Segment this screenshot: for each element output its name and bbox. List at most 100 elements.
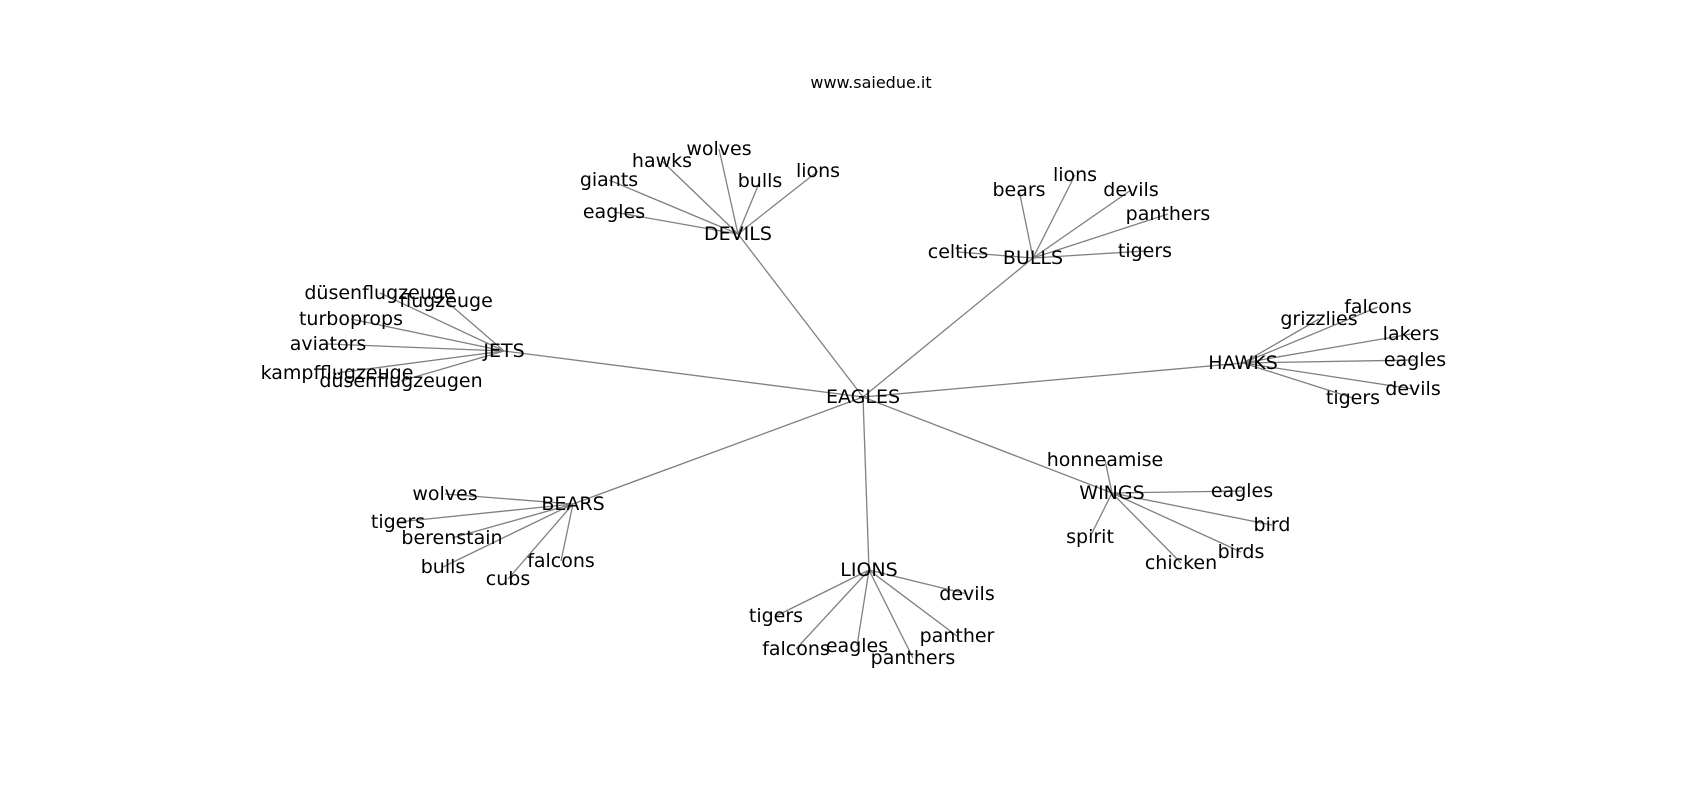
leaf-node-label: düsenflugzeuge [304, 282, 455, 304]
edge-lions-leaf [868, 569, 968, 595]
hub-node-jets: JETS [482, 340, 524, 362]
leaf-node-label: spirit [1066, 526, 1114, 548]
leaf-node-label: devils [1103, 179, 1158, 201]
leaf-node-label: bulls [738, 170, 783, 192]
leaf-node-label: birds [1218, 541, 1265, 563]
edge-center-jets [503, 350, 864, 398]
leaf-node-label: flugzeuge [399, 290, 493, 312]
leaf-node-label: honneamise [1047, 449, 1163, 471]
edge-center-bears [572, 396, 864, 505]
edge-bears-leaf [560, 503, 574, 562]
edge-wings-leaf [1111, 490, 1243, 494]
leaf-node-label: eagles [583, 201, 645, 223]
hub-node-bears: BEARS [541, 493, 604, 515]
hub-node-bulls: BULLS [1003, 247, 1063, 269]
leaf-node-label: tigers [1118, 240, 1172, 262]
leaf-node-label: lions [1053, 164, 1097, 186]
leaf-node-label: bird [1254, 514, 1291, 536]
edge-center-hawks [862, 362, 1244, 398]
leaf-node-label: tigers [749, 605, 803, 627]
edge-bulls-leaf [1032, 250, 1146, 259]
leaf-node-label: tigers [1326, 387, 1380, 409]
edge-jets-leaf [336, 350, 505, 374]
leaf-node-label: eagles [1211, 480, 1273, 502]
edge-hawks-leaf [1242, 333, 1412, 364]
graph-title: www.saiedue.it [810, 73, 931, 92]
hub-node-lions: LIONS [840, 559, 897, 581]
edge-hawks-leaf [1242, 306, 1379, 364]
edge-wings-leaf [1089, 492, 1113, 538]
edge-lions-leaf [775, 569, 870, 617]
edge-lions-leaf [868, 569, 914, 659]
leaf-node-label: tigers [371, 511, 425, 533]
edge-center-bulls [862, 257, 1034, 398]
edge-bulls-leaf [1032, 174, 1076, 259]
edge-lions-leaf [868, 569, 958, 637]
leaf-node-label: bulls [421, 556, 466, 578]
edge-hawks-leaf [1242, 362, 1414, 390]
edge-center-lions [862, 396, 870, 571]
center-node-label: EAGLES [826, 386, 900, 408]
leaf-node-label: cubs [486, 568, 530, 590]
edge-center-wings [862, 396, 1113, 494]
leaf-node-label: turboprops [299, 308, 403, 330]
edge-bears-leaf [442, 503, 574, 568]
edge-devils-leaf [613, 211, 739, 235]
edge-wings-leaf [1111, 492, 1242, 553]
leaf-node-label: falcons [527, 550, 595, 572]
leaf-node-label: devils [1385, 378, 1440, 400]
leaf-node-label: bears [992, 179, 1045, 201]
edge-hawks-leaf [1242, 362, 1354, 399]
leaf-node-label: panthers [1126, 203, 1211, 225]
edge-lions-leaf [856, 569, 870, 647]
edge-bears-leaf [507, 503, 574, 580]
leaf-node-label: eagles [826, 635, 888, 657]
edge-devils-leaf [661, 160, 739, 235]
leaf-node-label: lakers [1383, 323, 1440, 345]
edge-devils-leaf [718, 148, 739, 235]
edge-bears-leaf [397, 503, 574, 523]
hub-node-hawks: HAWKS [1208, 352, 1278, 374]
leaf-node-label: hawks [632, 150, 692, 172]
leaf-node-label: giants [580, 169, 638, 191]
leaf-node-label: grizzlies [1280, 308, 1357, 330]
leaf-node-label: düsenflugzeugen [319, 370, 482, 392]
edge-center-devils [737, 233, 864, 398]
edge-hawks-leaf [1242, 318, 1320, 364]
edge-wings-leaf [1111, 492, 1182, 564]
edge-jets-leaf [350, 318, 505, 352]
edge-bulls-leaf [957, 251, 1034, 259]
leaf-node-label: devils [939, 583, 994, 605]
edge-jets-leaf [379, 292, 505, 352]
edge-bears-leaf [451, 503, 574, 539]
leaf-node-label: lions [796, 160, 840, 182]
hub-node-devils: DEVILS [704, 223, 772, 245]
edge-devils-leaf [737, 170, 819, 235]
leaf-node-label: wolves [412, 483, 477, 505]
leaf-node-label: panthers [871, 647, 956, 669]
edge-jets-leaf [400, 350, 505, 382]
edge-devils-leaf [608, 179, 739, 235]
edge-jets-leaf [445, 300, 505, 352]
leaf-node-label: falcons [762, 638, 830, 660]
edge-bulls-leaf [1018, 189, 1034, 259]
edge-wings-leaf [1111, 492, 1273, 526]
edge-wings-leaf [1104, 459, 1113, 494]
edges-layer [327, 148, 1416, 659]
leaf-node-label: chicken [1145, 552, 1217, 574]
edge-bears-leaf [444, 493, 574, 505]
leaf-node-label: eagles [1384, 349, 1446, 371]
leaf-node-label: berenstain [401, 527, 502, 549]
edge-lions-leaf [795, 569, 870, 650]
edge-devils-leaf [737, 180, 761, 235]
leaf-node-label: celtics [928, 241, 989, 263]
leaf-node-label: wolves [686, 138, 751, 160]
edge-bulls-leaf [1032, 189, 1132, 259]
edge-bulls-leaf [1032, 213, 1169, 259]
leaf-node-label: aviators [290, 333, 367, 355]
leaf-node-label: falcons [1344, 296, 1412, 318]
leaf-node-label: panther [920, 625, 995, 647]
edge-jets-leaf [327, 343, 505, 352]
